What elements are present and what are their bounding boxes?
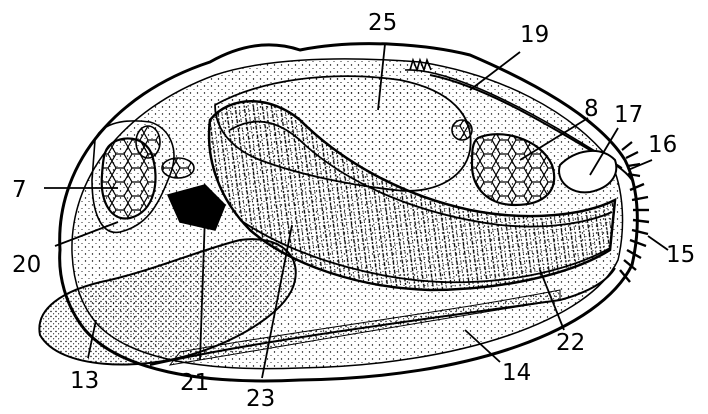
label-22: 22 <box>556 330 585 356</box>
siphon-chamber <box>558 149 618 194</box>
label-13: 13 <box>70 368 99 394</box>
small-cell-cluster-2 <box>161 157 195 179</box>
gill-inner-fold <box>229 120 613 228</box>
label-14: 14 <box>502 360 531 386</box>
adductor-muscle <box>166 184 226 231</box>
gills <box>207 100 617 292</box>
small-cell-cluster-1 <box>135 125 161 159</box>
siphon-ridge <box>409 57 432 73</box>
label-15: 15 <box>666 242 695 268</box>
label-23: 23 <box>246 386 275 412</box>
inhalant-siphon-tentacles <box>619 182 650 283</box>
small-organ <box>451 119 473 141</box>
leader-lines <box>44 43 669 379</box>
label-20: 20 <box>12 252 41 278</box>
label-8: 8 <box>584 96 599 122</box>
label-25: 25 <box>368 10 397 36</box>
label-19: 19 <box>520 22 549 48</box>
gill-lower-fold <box>239 219 611 284</box>
label-16: 16 <box>648 132 677 158</box>
left-pocket <box>91 120 175 234</box>
label-17: 17 <box>614 102 643 128</box>
label-7: 7 <box>12 177 27 203</box>
label-21: 21 <box>180 370 209 396</box>
siphon-tube <box>429 74 633 181</box>
exhalant-siphon-tentacles <box>621 141 641 178</box>
